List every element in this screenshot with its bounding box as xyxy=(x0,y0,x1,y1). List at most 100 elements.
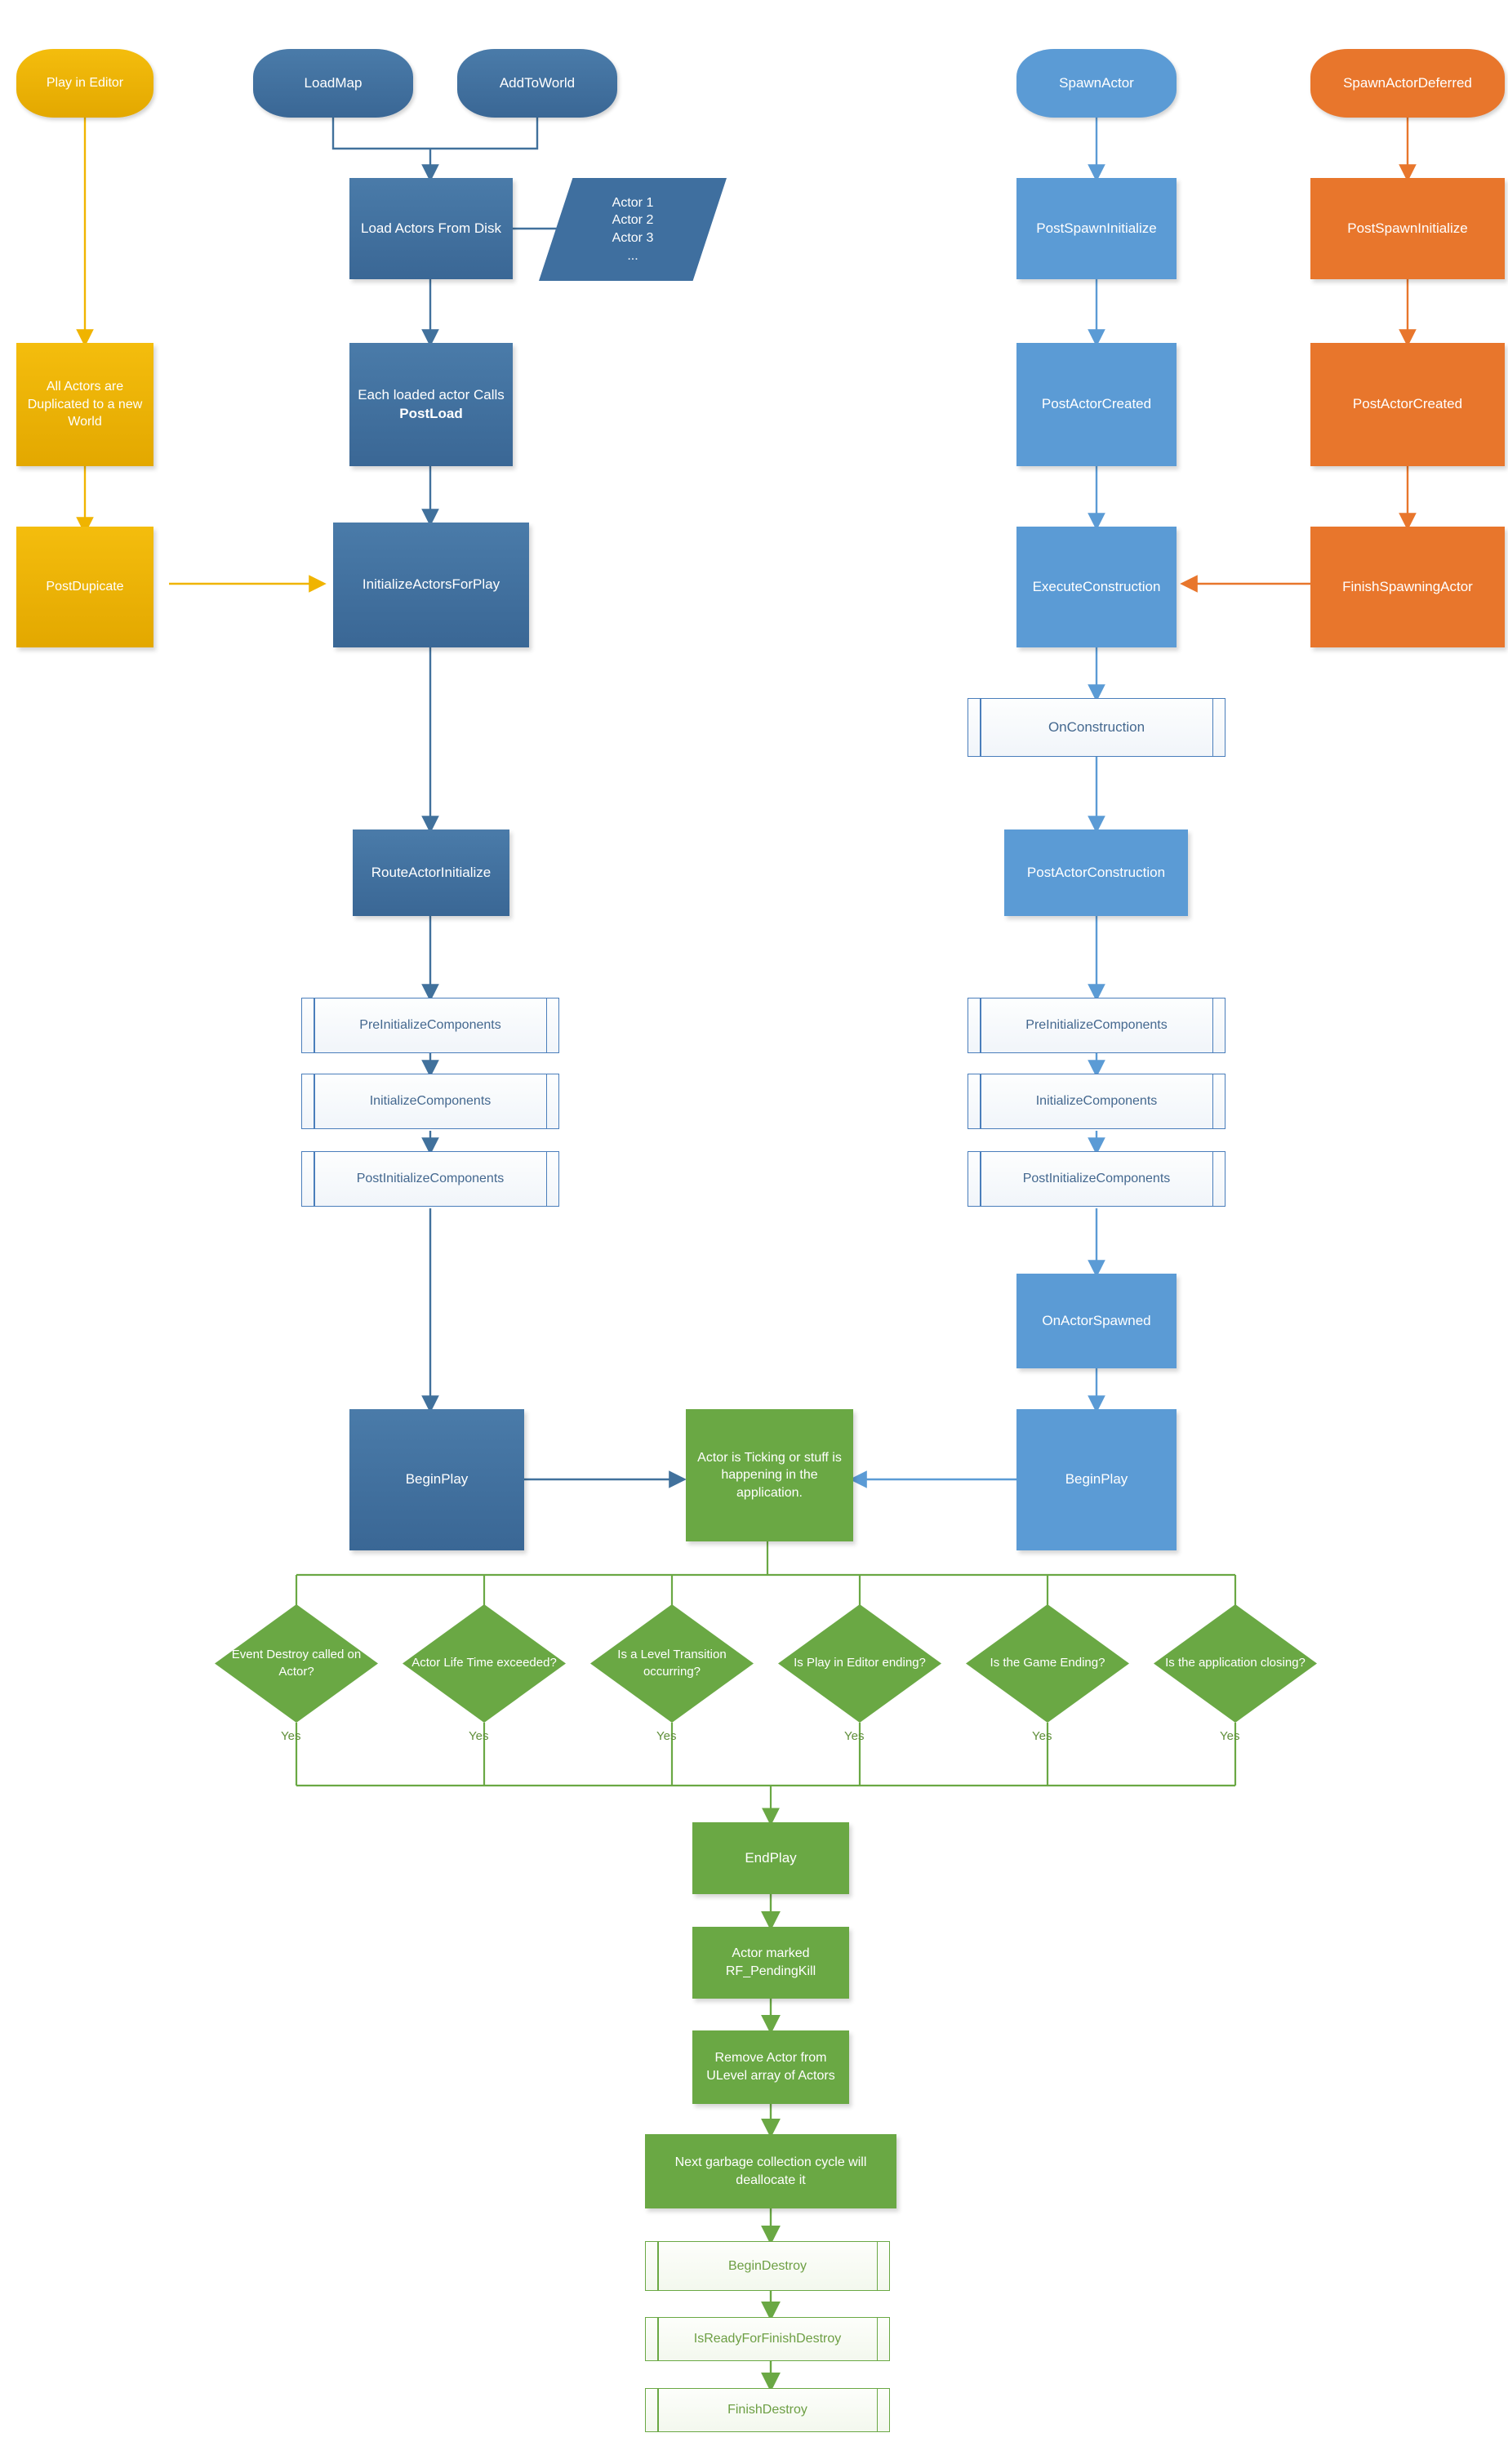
node-finish-destroy-label: FinishDestroy xyxy=(727,2403,807,2417)
decision-level-transition[interactable]: Is a Level Transition occurring? xyxy=(590,1604,754,1723)
node-post-spawn-initialize-label: PostSpawnInitialize xyxy=(1347,220,1468,236)
decision-play-in-editor-ending-label: Is Play in Editor ending? xyxy=(794,1656,926,1670)
predefined-process-bar-left xyxy=(314,998,315,1052)
node-post-initialize-components-label: PostInitializeComponents xyxy=(1022,1172,1171,1186)
node-play-in-editor[interactable]: Play in Editor xyxy=(16,49,153,118)
node-on-actor-spawned[interactable]: OnActorSpawned xyxy=(1016,1274,1177,1368)
node-initialize-actors-for-play[interactable]: InitializeActorsForPlay xyxy=(333,523,529,647)
node-begin-play-left[interactable]: BeginPlay xyxy=(349,1409,524,1550)
node-begin-play-right[interactable]: BeginPlay xyxy=(1016,1409,1177,1550)
node-begin-destroy[interactable]: BeginDestroy xyxy=(645,2241,890,2291)
node-initialize-components-label: InitializeComponents xyxy=(1035,1094,1158,1109)
node-is-ready-for-finish-destroy[interactable]: IsReadyForFinishDestroy xyxy=(645,2317,890,2361)
node-on-construction-label: OnConstruction xyxy=(1048,718,1145,735)
node-remove-actor-from-ulevel-label: Remove Actor from ULevel array of Actors xyxy=(706,2051,835,2083)
node-post-actor-created-label: PostActorCreated xyxy=(1041,396,1152,412)
node-actor-is-ticking[interactable]: Actor is Ticking or stuff is happening i… xyxy=(686,1409,853,1541)
predefined-process-bar-left xyxy=(314,1152,315,1206)
node-pre-initialize-components-left[interactable]: PreInitializeComponents xyxy=(301,998,559,1053)
predefined-process-bar-left xyxy=(980,998,981,1052)
node-add-to-world[interactable]: AddToWorld xyxy=(457,49,617,118)
predefined-process-bar-left xyxy=(657,2242,659,2290)
node-initialize-components-left[interactable]: InitializeComponents xyxy=(301,1074,559,1129)
node-post-spawn-initialize-spawnactor[interactable]: PostSpawnInitialize xyxy=(1016,178,1177,279)
node-on-actor-spawned-label: OnActorSpawned xyxy=(1042,1312,1151,1328)
node-each-loaded-actor-prefix: Each loaded actor Calls xyxy=(358,386,505,403)
node-post-actor-created-spawnactor[interactable]: PostActorCreated xyxy=(1016,343,1177,466)
node-finish-destroy[interactable]: FinishDestroy xyxy=(645,2388,890,2432)
node-post-actor-created-deferred[interactable]: PostActorCreated xyxy=(1310,343,1505,466)
node-remove-actor-from-ulevel[interactable]: Remove Actor from ULevel array of Actors xyxy=(692,2030,849,2104)
node-initialize-components-label: InitializeComponents xyxy=(369,1094,492,1109)
decision-game-ending-label: Is the Game Ending? xyxy=(990,1656,1105,1670)
node-actor-is-ticking-label: Actor is Ticking or stuff is happening i… xyxy=(697,1450,842,1500)
node-actor-marked-pendingkill-label: Actor marked RF_PendingKill xyxy=(725,1946,816,1978)
node-all-actors-duplicated[interactable]: All Actors are Duplicated to a new World xyxy=(16,343,153,466)
node-actor-marked-pendingkill[interactable]: Actor marked RF_PendingKill xyxy=(692,1927,849,1999)
node-play-in-editor-label: Play in Editor xyxy=(46,76,124,91)
node-load-actors-from-disk-label: Load Actors From Disk xyxy=(361,220,501,236)
node-spawn-actor[interactable]: SpawnActor xyxy=(1016,49,1177,118)
node-execute-construction[interactable]: ExecuteConstruction xyxy=(1016,527,1177,647)
predefined-process-bar-right xyxy=(545,1074,547,1128)
node-post-initialize-components-right[interactable]: PostInitializeComponents xyxy=(968,1151,1226,1207)
predefined-process-bar-right xyxy=(1212,1074,1213,1128)
decision-application-closing-label: Is the application closing? xyxy=(1165,1656,1306,1670)
predefined-process-bar-left xyxy=(980,699,981,756)
predefined-process-bar-left xyxy=(980,1074,981,1128)
node-load-actors-from-disk[interactable]: Load Actors From Disk xyxy=(349,178,513,279)
node-postload-emphasis: PostLoad xyxy=(399,405,463,421)
node-finish-spawning-actor[interactable]: FinishSpawningActor xyxy=(1310,527,1505,647)
node-next-gc-cycle[interactable]: Next garbage collection cycle will deall… xyxy=(645,2134,896,2208)
node-pre-initialize-components-right[interactable]: PreInitializeComponents xyxy=(968,998,1226,1053)
node-post-dupicate-label: PostDupicate xyxy=(46,580,124,594)
actor-list-item: Actor 3 xyxy=(612,231,654,245)
predefined-process-bar-right xyxy=(1212,699,1213,756)
node-add-to-world-label: AddToWorld xyxy=(499,74,576,91)
decision-play-in-editor-ending[interactable]: Is Play in Editor ending? xyxy=(778,1604,941,1723)
edge-label-yes-play-in-editor: Yes xyxy=(844,1729,865,1743)
node-spawn-actor-label: SpawnActor xyxy=(1059,74,1134,91)
node-on-construction[interactable]: OnConstruction xyxy=(968,698,1226,757)
node-post-dupicate[interactable]: PostDupicate xyxy=(16,527,153,647)
predefined-process-bar-right xyxy=(545,998,547,1052)
node-is-ready-for-finish-destroy-label: IsReadyForFinishDestroy xyxy=(693,2332,842,2346)
node-route-actor-initialize-label: RouteActorInitialize xyxy=(371,864,492,880)
node-execute-construction-label: ExecuteConstruction xyxy=(1032,578,1161,594)
decision-game-ending[interactable]: Is the Game Ending? xyxy=(966,1604,1129,1723)
predefined-process-bar-right xyxy=(545,1152,547,1206)
node-post-initialize-components-label: PostInitializeComponents xyxy=(356,1172,505,1186)
decision-actor-life-time-label: Actor Life Time exceeded? xyxy=(411,1656,557,1670)
node-all-actors-duplicated-label: All Actors are Duplicated to a new World xyxy=(27,380,143,429)
predefined-process-bar-right xyxy=(876,2242,878,2290)
decision-actor-life-time[interactable]: Actor Life Time exceeded? xyxy=(403,1604,566,1723)
node-post-initialize-components-left[interactable]: PostInitializeComponents xyxy=(301,1151,559,1207)
node-end-play[interactable]: EndPlay xyxy=(692,1822,849,1894)
node-pre-initialize-components-label: PreInitializeComponents xyxy=(1025,1018,1168,1033)
decision-event-destroy[interactable]: Event Destroy called on Actor? xyxy=(215,1604,378,1723)
node-post-actor-created-label: PostActorCreated xyxy=(1352,396,1463,412)
edge-label-yes-actor-life-time: Yes xyxy=(469,1729,489,1743)
node-finish-spawning-actor-label: FinishSpawningActor xyxy=(1342,578,1473,594)
node-route-actor-initialize[interactable]: RouteActorInitialize xyxy=(353,829,509,916)
decision-level-transition-label: Is a Level Transition occurring? xyxy=(617,1648,727,1679)
node-next-gc-cycle-label: Next garbage collection cycle will deall… xyxy=(674,2155,867,2187)
predefined-process-bar-left xyxy=(657,2318,659,2360)
node-post-spawn-initialize-deferred[interactable]: PostSpawnInitialize xyxy=(1310,178,1505,279)
node-end-play-label: EndPlay xyxy=(745,1849,797,1866)
node-each-loaded-actor-postload[interactable]: Each loaded actor Calls PostLoad xyxy=(349,343,513,466)
decision-application-closing[interactable]: Is the application closing? xyxy=(1154,1604,1317,1723)
node-initialize-components-right[interactable]: InitializeComponents xyxy=(968,1074,1226,1129)
node-actor-list[interactable]: Actor 1 Actor 2 Actor 3 ... xyxy=(539,178,727,281)
node-load-map[interactable]: LoadMap xyxy=(253,49,413,118)
predefined-process-bar-left xyxy=(314,1074,315,1128)
node-post-actor-construction-label: PostActorConstruction xyxy=(1026,864,1166,880)
node-spawn-actor-deferred-label: SpawnActorDeferred xyxy=(1343,74,1472,91)
node-begin-play-label: BeginPlay xyxy=(1065,1471,1128,1488)
node-load-map-label: LoadMap xyxy=(304,74,363,91)
node-spawn-actor-deferred[interactable]: SpawnActorDeferred xyxy=(1310,49,1505,118)
node-post-actor-construction[interactable]: PostActorConstruction xyxy=(1004,829,1188,916)
predefined-process-bar-right xyxy=(876,2389,878,2431)
decision-event-destroy-label: Event Destroy called on Actor? xyxy=(231,1648,362,1679)
